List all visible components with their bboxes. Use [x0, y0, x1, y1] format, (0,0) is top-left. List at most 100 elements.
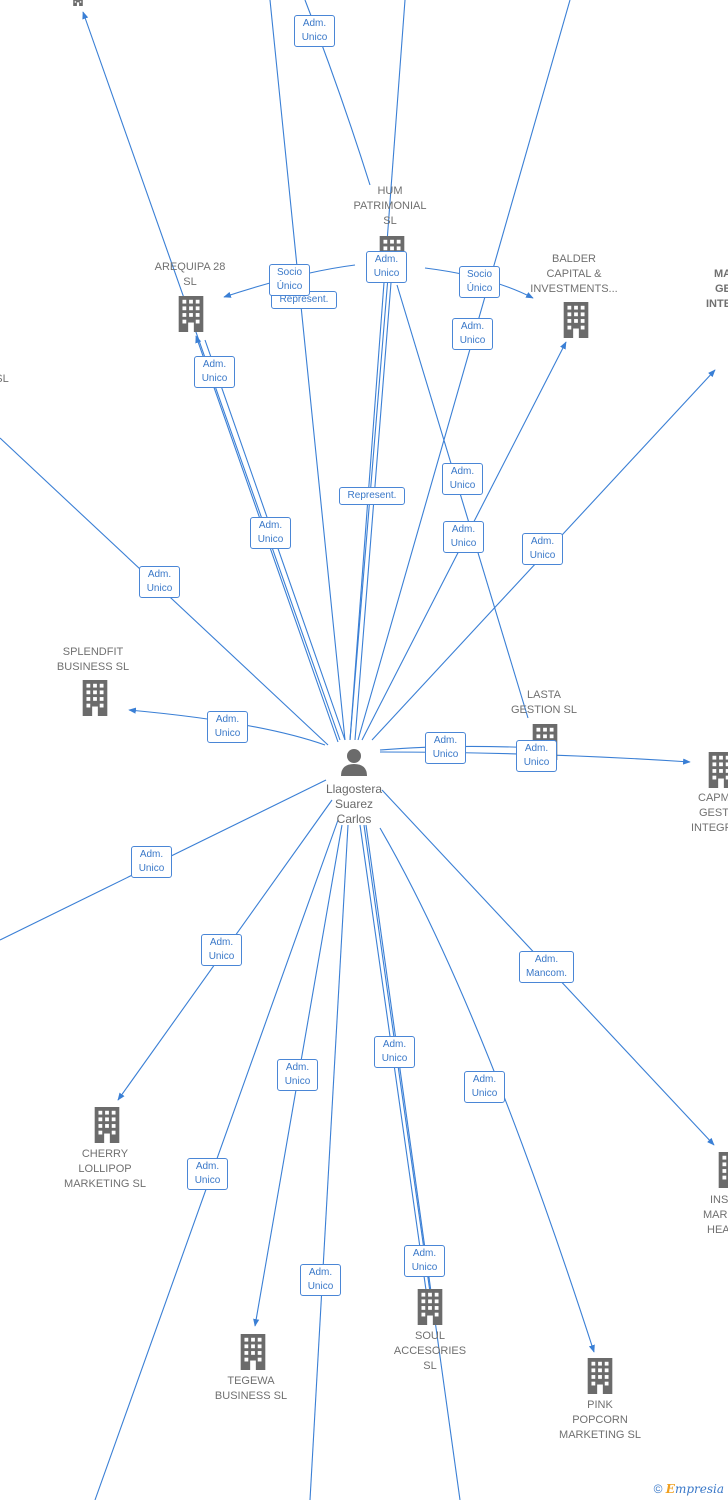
edge-label-adm-unico[interactable]: Adm.Unico: [452, 318, 493, 350]
company-label-line: SL: [183, 276, 197, 288]
company-label-line: HUM: [377, 185, 403, 197]
empresia-credit[interactable]: © Empresia: [654, 1482, 724, 1496]
edge-label-adm-unico[interactable]: Adm.Unico: [374, 1036, 415, 1068]
company-node-lasta[interactable]: LASTA GESTION SL: [494, 688, 594, 718]
building-icon: [417, 1289, 443, 1325]
edge-label-adm-unico[interactable]: Adm.Unico: [366, 251, 407, 283]
edge-label-adm-unico[interactable]: Adm.Unico: [277, 1059, 318, 1091]
company-label-line: INS: [710, 1194, 728, 1206]
edge-label-line: Unico: [138, 863, 165, 874]
company-node-arequipa[interactable]: AREQUIPA 28 SL: [140, 260, 240, 290]
edge-label-line: Unico: [411, 1262, 438, 1273]
company-label-line: BALDER: [551, 253, 597, 265]
company-label-line: CAPITAL &: [546, 268, 602, 280]
company-label-line: SOUL: [415, 1330, 445, 1342]
edge-label-adm-unico[interactable]: Adm.Unico: [522, 533, 563, 565]
company-node-ins-partial[interactable]: INS MARK HEA: [700, 1193, 728, 1238]
edge-label-line: Adm.: [139, 849, 164, 860]
company-label-line: CAPM: [698, 792, 728, 804]
company-label-line: INTE: [706, 298, 728, 310]
edge-label-line: Adm.: [374, 254, 399, 265]
edge-label-adm-mancom[interactable]: Adm.Mancom.: [519, 951, 574, 983]
edge-label-adm-unico[interactable]: Adm.Unico: [516, 740, 557, 772]
person-node-llagostera[interactable]: Llagostera Suarez Carlos: [314, 782, 394, 827]
edge-label-adm-unico[interactable]: Adm. Unico: [443, 521, 484, 553]
edge-label-line: Adm.: [147, 569, 172, 580]
company-node-left-sl-partial[interactable]: SL: [0, 372, 12, 387]
edge-to-pink: [379, 827, 595, 1353]
edge-label-line: Adm.: [308, 1267, 333, 1278]
company-label-line: GESTION SL: [510, 704, 578, 716]
building-icon: [718, 1152, 728, 1188]
edge-label-adm-unico[interactable]: Adm. Unico: [131, 846, 172, 878]
building-icon: [178, 296, 204, 332]
edge-label-adm-unico[interactable]: Adm. Unico: [294, 15, 335, 47]
edge-label-line: Unico: [449, 480, 476, 491]
company-label-line: MARKETING SL: [559, 1429, 641, 1441]
company-label-line: CHERRY: [81, 1148, 129, 1160]
edge-label-adm-unico[interactable]: Adm.Unico: [187, 1158, 228, 1190]
edge-label-represent[interactable]: Represent.: [339, 487, 405, 505]
company-node-cherry[interactable]: CHERRY LOLLIPOP MARKETING SL: [55, 1147, 155, 1192]
edge-label-line: Unico: [146, 583, 173, 594]
edge-label-line: Adm.: [433, 735, 458, 746]
edge-top-2: [349, 0, 406, 741]
edge-label-adm-unico[interactable]: Adm. Unico: [442, 463, 483, 495]
edge-label-adm-unico[interactable]: Adm. Unico: [139, 566, 180, 598]
edge-label-adm-unico[interactable]: Adm.Unico: [425, 732, 466, 764]
company-label-line: HEA: [707, 1224, 728, 1236]
edge-label-adm-unico[interactable]: Adm.Unico: [201, 934, 242, 966]
edge-to-bottom-off: [309, 824, 349, 1500]
edge-label-line: Unico: [450, 538, 477, 549]
building-icon: [240, 1334, 266, 1370]
edge-label-line: Unico: [214, 728, 241, 739]
company-node-capm-partial[interactable]: CAPM GEST INTEGR: [684, 791, 728, 836]
edge-label-line: Mancom.: [525, 968, 568, 979]
edge-label-line: Unico: [257, 534, 284, 545]
company-label-line: GEST: [699, 807, 728, 819]
company-node-pink[interactable]: PINK POPCORN MARKETING SL: [550, 1398, 650, 1443]
edge-label-adm-unico[interactable]: Adm.Unico: [404, 1245, 445, 1277]
edge-label-line: Adm.: [285, 1062, 310, 1073]
edge-label-line: Unico: [381, 1053, 408, 1064]
company-node-hum-patrimonial[interactable]: HUM PATRIMONIAL SL: [340, 184, 440, 229]
edge-label-line: Adm.: [472, 1074, 497, 1085]
edge-label-line: Unico: [471, 1088, 498, 1099]
edge-label-adm-unico[interactable]: Adm. Unico: [464, 1071, 505, 1103]
edge-label-line: Adm.: [258, 520, 283, 531]
edge-label-line: Represent.: [347, 490, 397, 501]
person-icon: [341, 749, 367, 776]
company-label-line: PATRIMONIAL: [353, 200, 427, 212]
edge-label-line: Unico: [523, 757, 550, 768]
company-node-soul[interactable]: SOUL ACCESORIES SL: [380, 1329, 480, 1374]
edge-label-line: Adm.: [209, 937, 234, 948]
edge-label-line: Socio: [466, 269, 492, 280]
edge-label-adm-unico[interactable]: Adm. Unico: [250, 517, 291, 549]
building-icon: [563, 302, 589, 338]
company-node-balder[interactable]: BALDER CAPITAL & INVESTMENTS...: [524, 252, 624, 297]
empresia-logo-initial: E: [665, 1482, 675, 1496]
edge-label-adm-unico[interactable]: Adm. Unico: [300, 1264, 341, 1296]
edge-hum-lasta: [396, 284, 529, 719]
edge-label-line: Adm.: [450, 466, 475, 477]
edge-label-line: Unico: [301, 32, 328, 43]
building-icon: [587, 1358, 613, 1394]
edge-label-line: Único: [466, 283, 493, 294]
edge-label-adm-unico[interactable]: Adm.Unico: [207, 711, 248, 743]
edge-label-line: Adm.: [530, 536, 555, 547]
edge-label-line: Unico: [307, 1281, 334, 1292]
company-label-line: INVESTMENTS...: [530, 283, 618, 295]
edge-label-line: Adm.: [451, 524, 476, 535]
building-icon: [94, 1107, 120, 1143]
company-node-tegewa[interactable]: TEGEWA BUSINESS SL: [201, 1374, 301, 1404]
company-label-line: BUSINESS SL: [56, 661, 130, 673]
company-label-line: TEGEWA: [227, 1375, 275, 1387]
edge-label-line: Único: [276, 281, 303, 292]
edge-label-line: Adm.: [302, 18, 327, 29]
company-node-splendfit[interactable]: SPLENDFIT BUSINESS SL: [43, 645, 143, 675]
company-node-ma-partial[interactable]: MA GE INTE: [700, 267, 728, 312]
edge-label-adm-unico[interactable]: Adm.Unico: [194, 356, 235, 388]
edge-label-line: Represent.: [279, 294, 329, 305]
